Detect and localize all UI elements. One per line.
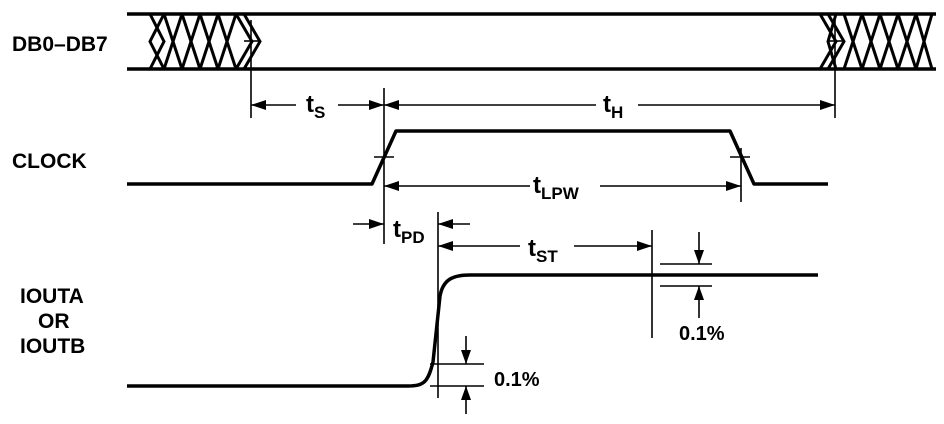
upper-error-band bbox=[660, 232, 712, 318]
output-label-line1: IOUTA bbox=[20, 285, 84, 308]
output-label-line2: OR bbox=[38, 310, 70, 333]
data-bus-hatch-left bbox=[148, 13, 262, 70]
low-pulse-width-dimension bbox=[384, 181, 741, 191]
settling-time-label: tST bbox=[528, 235, 558, 266]
setup-time-label: tS bbox=[306, 91, 325, 122]
data-bus-waveform bbox=[127, 12, 936, 71]
setup-hold-dimension bbox=[250, 20, 836, 158]
settling-time-dimension bbox=[438, 230, 653, 338]
clock-label: CLOCK bbox=[12, 150, 87, 173]
output-label-line3: IOUTB bbox=[20, 335, 85, 358]
hold-time-label: tH bbox=[603, 91, 623, 122]
upper-tolerance-label: 0.1% bbox=[679, 323, 725, 345]
output-waveform bbox=[127, 273, 818, 388]
clock-waveform bbox=[127, 129, 828, 202]
data-bus-label: DB0–DB7 bbox=[12, 33, 108, 56]
lower-error-band bbox=[430, 336, 484, 414]
low-pulse-width-label: tLPW bbox=[533, 172, 580, 203]
lower-tolerance-label: 0.1% bbox=[494, 369, 540, 391]
propagation-delay-label: tPD bbox=[393, 216, 425, 247]
